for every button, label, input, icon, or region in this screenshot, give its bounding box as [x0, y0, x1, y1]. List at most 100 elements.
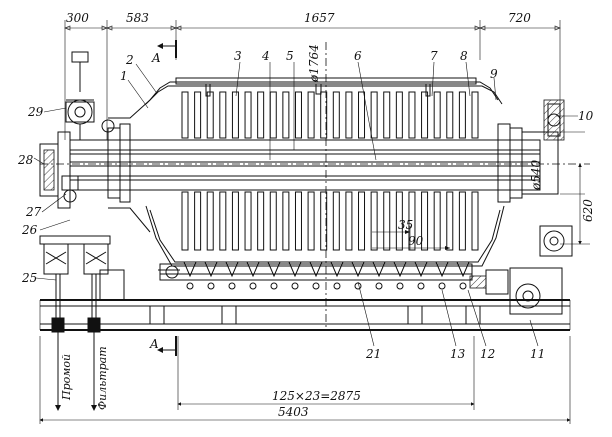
part-21: 21 [365, 347, 381, 361]
discharge-hopper [225, 261, 239, 278]
filter-plate-lower [206, 191, 214, 251]
filter-plate-upper [446, 91, 454, 139]
filter-plate-upper [370, 91, 378, 139]
dim-shell-diameter: ø1764 [307, 44, 321, 83]
filter-plate-upper [395, 91, 403, 139]
label-filtrate: Фильтрат [96, 346, 109, 410]
part-9: 9 [490, 67, 498, 81]
part-26: 26 [21, 223, 38, 237]
label-wash: Промой [60, 354, 73, 401]
screw-flight [270, 282, 278, 290]
leader-lines [33, 61, 578, 347]
filter-plate-lower [458, 191, 466, 251]
filter-plate-upper [458, 91, 466, 139]
discharge-hopper [351, 261, 365, 278]
dim-720: 720 [508, 11, 531, 25]
top-dimension-chain [64, 20, 561, 140]
filter-plate-lower [181, 191, 189, 251]
dim-583: 583 [126, 11, 149, 25]
discharge-hopper [309, 261, 323, 278]
discharge-hopper [204, 261, 218, 278]
filter-plate-lower [408, 191, 416, 251]
central-shaft [40, 131, 590, 195]
part-8: 8 [460, 49, 468, 63]
dim-35: 35 [398, 218, 413, 232]
filter-plate-lower [358, 191, 366, 251]
screw-flight [207, 282, 215, 290]
dim-shaft-diameter: ø540 [529, 160, 543, 191]
part-10: 10 [578, 109, 594, 123]
discharge-hopper [372, 261, 386, 278]
right-dimension [560, 163, 590, 245]
filter-plate-upper [219, 91, 227, 139]
screw-flight [291, 282, 299, 290]
screw-flight [438, 282, 446, 290]
discharge-conveyor [158, 261, 473, 290]
dim-620: 620 [581, 199, 595, 222]
filter-plate-lower [370, 191, 378, 251]
filter-plate-lower [219, 191, 227, 251]
screw-flight [354, 282, 362, 290]
filter-plate-lower [282, 191, 290, 251]
section-label-top: A [151, 51, 161, 65]
filter-plate-upper [294, 91, 302, 139]
filter-plate-upper [181, 91, 189, 139]
filter-plate-lower [294, 191, 302, 251]
filter-plate-upper [307, 91, 315, 139]
screw-flight [396, 282, 404, 290]
filter-plate-upper [257, 91, 265, 139]
dim-90: 90 [408, 234, 424, 248]
screw-flight [417, 282, 425, 290]
base-frame [39, 269, 571, 331]
discharge-hopper [330, 261, 344, 278]
section-label-bottom: A [149, 337, 159, 351]
filter-plate-lower [320, 191, 328, 251]
filter-plate-upper [244, 91, 252, 139]
filter-plate-upper [471, 91, 479, 139]
part-2: 2 [125, 53, 134, 67]
filter-plate-upper [282, 91, 290, 139]
filter-plate-upper [320, 91, 328, 139]
filter-plate-lower [231, 191, 239, 251]
part-13: 13 [450, 347, 466, 361]
part-12: 12 [480, 347, 495, 361]
filter-plate-upper [421, 91, 429, 139]
filter-plate-lower [395, 191, 403, 251]
discharge-hopper [435, 261, 449, 278]
filter-housing [107, 77, 523, 267]
screw-flight [228, 282, 236, 290]
part-28: 28 [17, 153, 34, 167]
filter-plate-lower [421, 191, 429, 251]
screw-flight [333, 282, 341, 290]
bottom-dimensions [39, 336, 571, 424]
filter-plate-lower [257, 191, 265, 251]
filter-plate-lower [471, 191, 479, 251]
screw-flight [375, 282, 383, 290]
part-11: 11 [530, 347, 545, 361]
filter-plate-upper [383, 91, 391, 139]
filter-plate-lower [269, 191, 277, 251]
part-4: 4 [261, 49, 270, 63]
discharge-hopper [393, 261, 407, 278]
filter-plate-lower [307, 191, 315, 251]
section-mark-bottom [157, 336, 177, 356]
part-6: 6 [354, 49, 362, 63]
filter-plate-upper [206, 91, 214, 139]
part-3: 3 [234, 49, 242, 63]
filter-plate-lower [244, 191, 252, 251]
part-7: 7 [430, 49, 438, 63]
left-end-assembly [39, 51, 115, 411]
part-number-labels: 1 2 3 4 5 6 7 8 9 10 11 12 13 21 25 26 2… [17, 49, 594, 361]
screw-flight [312, 282, 320, 290]
discharge-hopper [183, 261, 197, 278]
dim-plate-span: 125×23=2875 [272, 389, 361, 403]
part-29: 29 [27, 105, 44, 119]
dim-1657: 1657 [304, 11, 335, 25]
part-5: 5 [286, 49, 294, 63]
discharge-hopper [267, 261, 281, 278]
filter-plate-upper [332, 91, 340, 139]
filter-plate-upper [358, 91, 366, 139]
filter-plate-upper [433, 91, 441, 139]
